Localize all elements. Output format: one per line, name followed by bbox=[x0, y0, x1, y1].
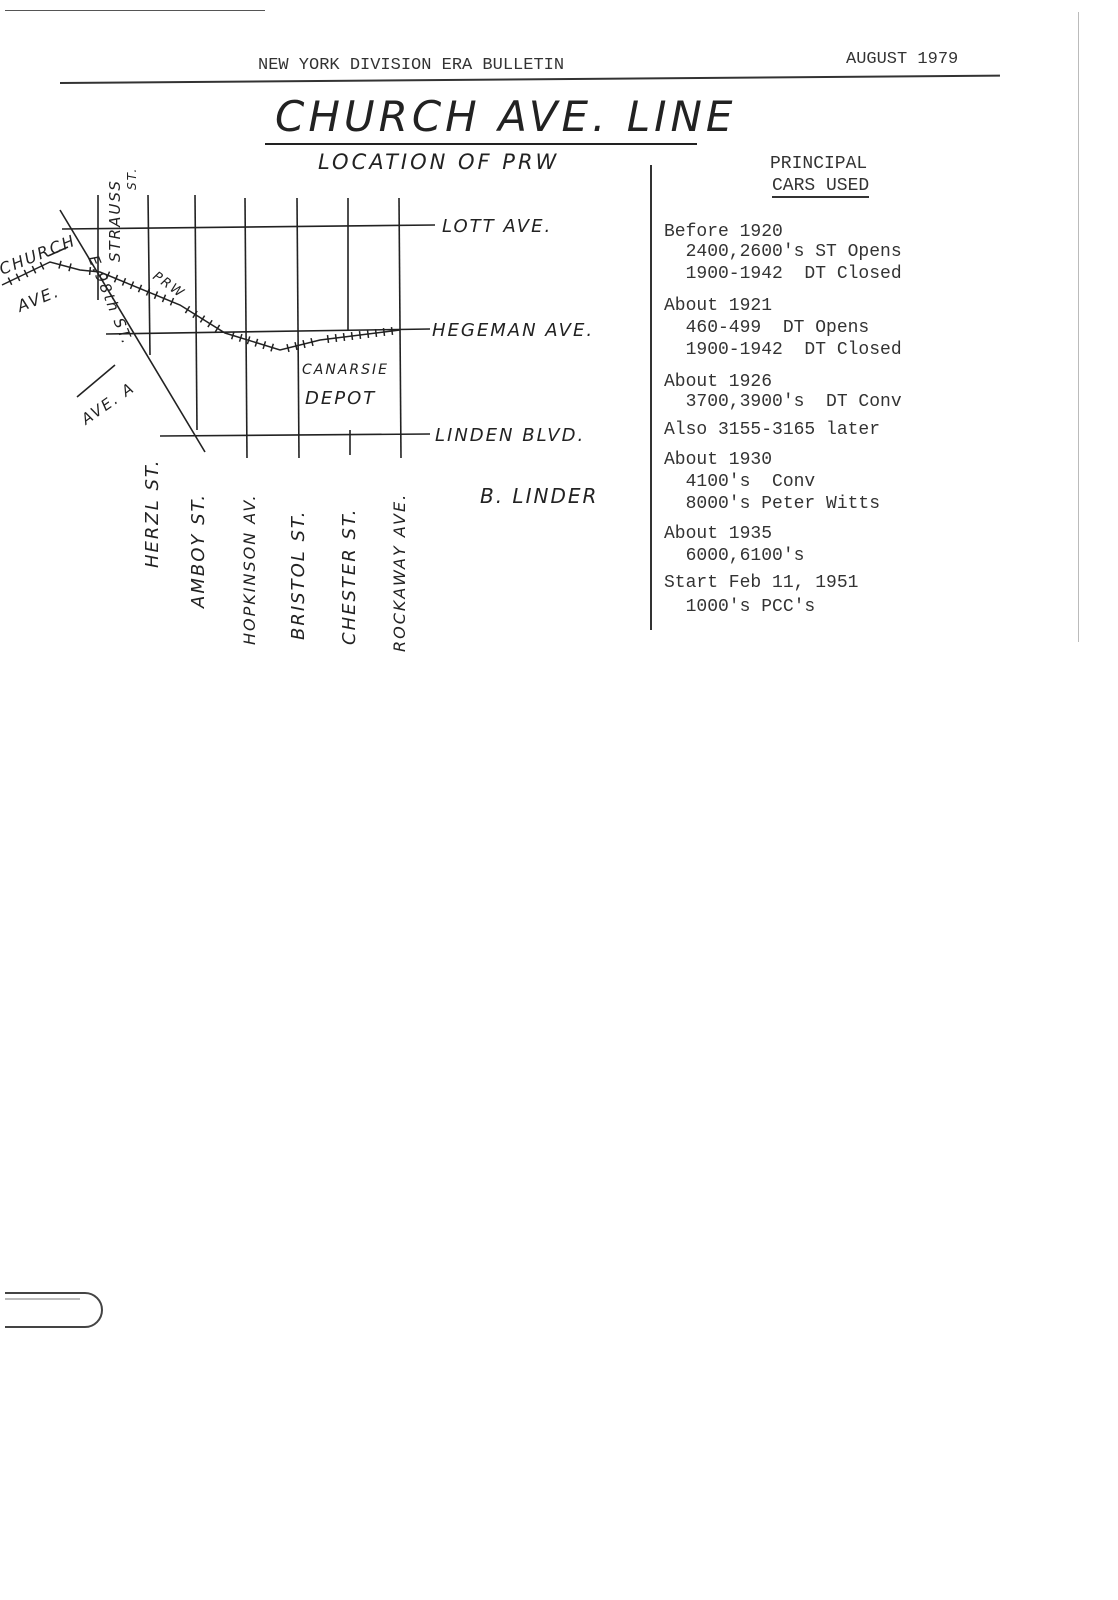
strauss-st-suffix: ST. bbox=[125, 167, 139, 190]
paperclip-mark bbox=[5, 1292, 103, 1328]
track-tie bbox=[238, 333, 243, 342]
bristol-st-label: BRISTOL ST. bbox=[288, 509, 309, 640]
cars-heading-2: CARS USED bbox=[772, 176, 870, 198]
cars-list-line: Also 3155-3165 later bbox=[664, 420, 881, 440]
track-tie bbox=[31, 265, 37, 274]
track-tie bbox=[270, 343, 275, 352]
track-tie bbox=[39, 261, 45, 270]
lott-ave-line bbox=[61, 224, 436, 230]
cars-list: Before 1920 2400,2600's ST Opens 1900-19… bbox=[664, 222, 984, 622]
hegeman-ave-label: HEGEMAN AVE. bbox=[432, 320, 594, 341]
map-subtitle: LOCATION OF PRW bbox=[318, 150, 560, 174]
chester-st-label: CHESTER ST. bbox=[339, 507, 360, 645]
track-tie bbox=[145, 287, 151, 296]
ave-a-label: AVE. A bbox=[77, 379, 138, 429]
track-tie bbox=[192, 310, 198, 319]
cars-list-line: 2400,2600's ST Opens bbox=[664, 242, 902, 262]
linden-blvd-line bbox=[159, 433, 431, 437]
track-tie bbox=[294, 341, 298, 351]
track-tie bbox=[302, 339, 306, 349]
bristol-st-line bbox=[296, 197, 300, 459]
track-tie bbox=[121, 277, 127, 286]
rockaway-ave-line bbox=[398, 197, 402, 459]
cars-list-line: 1900-1942 DT Closed bbox=[664, 264, 902, 284]
track-tie bbox=[326, 334, 330, 344]
hopkinson-av-label: HOPKINSON AV. bbox=[240, 493, 259, 645]
track-tie bbox=[358, 330, 362, 340]
linden-blvd-label: LINDEN BLVD. bbox=[435, 425, 585, 446]
top-rule bbox=[5, 10, 265, 11]
hegeman-ave-line bbox=[105, 328, 431, 335]
cars-list-line: 4100's Conv bbox=[664, 472, 816, 492]
track-tie bbox=[129, 281, 135, 290]
title-underline bbox=[265, 143, 697, 145]
track-tie bbox=[390, 326, 394, 336]
track-tie bbox=[7, 277, 13, 286]
church-label: CHURCH bbox=[0, 231, 79, 279]
track-tie bbox=[15, 273, 21, 282]
track-tie bbox=[286, 343, 290, 353]
right-edge-mark bbox=[1078, 12, 1079, 642]
lott-ave-label: LOTT AVE. bbox=[442, 216, 552, 237]
track-tie bbox=[169, 297, 175, 306]
ave-a-line bbox=[76, 364, 116, 398]
herzl-st-label: HERZL ST. bbox=[142, 458, 163, 568]
depot-label-1: CANARSIE bbox=[302, 362, 389, 378]
cars-list-line: 1000's PCC's bbox=[664, 597, 816, 617]
prw-track bbox=[1, 260, 401, 353]
track-tie bbox=[262, 341, 267, 350]
rockaway-ave-label: ROCKAWAY AVE. bbox=[390, 493, 409, 652]
track-tie bbox=[342, 332, 346, 342]
depot-label-2: DEPOT bbox=[305, 388, 376, 409]
publication-name: NEW YORK DIVISION ERA BULLETIN bbox=[258, 56, 565, 75]
hopkinson-av-line bbox=[244, 197, 248, 459]
track-tie bbox=[113, 274, 119, 283]
track-tie bbox=[23, 269, 29, 278]
track-tie bbox=[230, 331, 235, 340]
track-tie bbox=[153, 291, 159, 300]
cars-list-line: 8000's Peter Witts bbox=[664, 494, 881, 514]
herzl-st-line bbox=[147, 194, 151, 356]
track-tie bbox=[310, 337, 314, 347]
track-tie bbox=[214, 324, 221, 333]
amboy-st-label: AMBOY ST. bbox=[188, 493, 209, 609]
cars-list-line: About 1930 bbox=[664, 450, 773, 470]
cars-list-line: 460-499 DT Opens bbox=[664, 318, 870, 338]
cars-list-line: Start Feb 11, 1951 bbox=[664, 573, 859, 593]
cars-list-line: 3700,3900's DT Conv bbox=[664, 392, 902, 412]
track-tie bbox=[366, 329, 370, 339]
prw-map: LOTT AVE. HEGEMAN AVE. LINDEN BLVD. HERZ… bbox=[0, 167, 598, 652]
track-tie bbox=[105, 271, 111, 280]
cars-list-line: About 1935 bbox=[664, 524, 773, 544]
page-title: CHURCH AVE. LINE bbox=[275, 92, 737, 141]
track-tie bbox=[246, 336, 251, 345]
issue-date: AUGUST 1979 bbox=[846, 50, 959, 69]
e98-st-line bbox=[59, 209, 206, 453]
track-tie bbox=[350, 331, 354, 341]
credit: B. LINDER bbox=[480, 484, 598, 508]
cars-list-line: About 1921 bbox=[664, 296, 773, 316]
track-tie bbox=[207, 319, 213, 328]
header-rule bbox=[59, 74, 1000, 84]
cars-heading-1: PRINCIPAL bbox=[770, 154, 868, 174]
track-tie bbox=[68, 263, 72, 272]
church-ave-label: AVE. bbox=[13, 281, 62, 316]
cars-list-line: About 1926 bbox=[664, 372, 773, 392]
track-tie bbox=[254, 338, 259, 347]
track-tie bbox=[382, 327, 386, 337]
track-tie bbox=[137, 284, 143, 293]
cars-list-line: 6000,6100's bbox=[664, 546, 805, 566]
track-tie bbox=[58, 260, 62, 269]
track-tie bbox=[88, 266, 92, 276]
strauss-st-label: STRAUSS bbox=[106, 179, 124, 262]
church-ave-edge bbox=[47, 246, 69, 257]
track-tie bbox=[184, 305, 191, 314]
track-tie bbox=[161, 294, 167, 303]
track-tie bbox=[374, 328, 378, 338]
cars-list-line: 1900-1942 DT Closed bbox=[664, 340, 902, 360]
column-divider bbox=[650, 165, 652, 630]
cars-list-line: Before 1920 bbox=[664, 222, 783, 242]
track-tie bbox=[199, 315, 206, 323]
track-tie bbox=[334, 333, 338, 343]
